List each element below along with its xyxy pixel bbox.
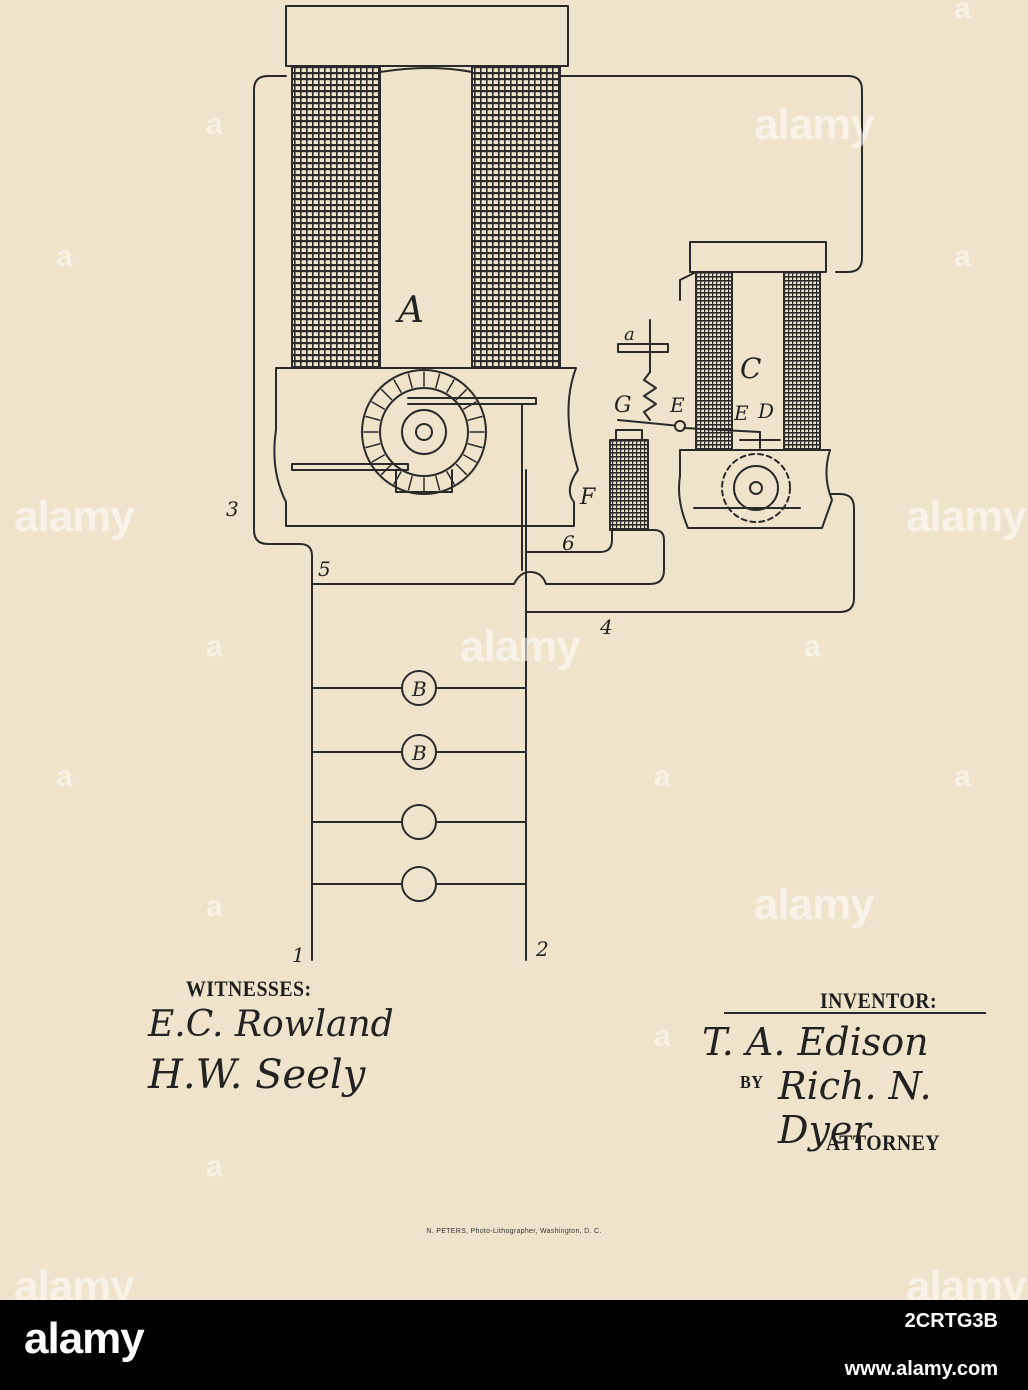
- footer-image-id: 2CRTG3B: [905, 1310, 998, 1333]
- label-c-motor: C: [740, 352, 761, 385]
- motor-c-yoke: [690, 242, 826, 272]
- watermark: alamy: [754, 100, 874, 150]
- spring-g: [644, 372, 656, 420]
- stock-footer: alamy 2CRTG3B www.alamy.com: [0, 1300, 1028, 1390]
- watermark: alamy: [906, 492, 1026, 542]
- watermark: alamy: [14, 492, 134, 542]
- watermark-mark: a: [56, 240, 73, 274]
- watermark-mark: a: [654, 760, 671, 794]
- printer-credit: N. PETERS, Photo-Lithographer, Washingto…: [0, 1228, 1028, 1235]
- label-b-lamp-1: B: [411, 677, 427, 701]
- watermark: alamy: [906, 1262, 1026, 1300]
- label-e-lever-1: E: [669, 393, 685, 417]
- footer-logo: alamy: [24, 1314, 144, 1364]
- witness-signature-2: H.W. Seely: [148, 1052, 365, 1098]
- inventor-signature: T. A. Edison: [702, 1020, 929, 1064]
- watermark-mark: a: [206, 108, 223, 142]
- electromagnet-f: [610, 440, 648, 530]
- watermark-mark: a: [56, 760, 73, 794]
- label-wire-3: 3: [226, 497, 239, 521]
- inventor-rule: [724, 1012, 986, 1014]
- label-d: D: [757, 399, 774, 423]
- witnesses-heading: WITNESSES:: [186, 976, 312, 1002]
- watermark: alamy: [460, 622, 580, 672]
- label-b-lamp-2: B: [411, 741, 427, 765]
- label-g-spring: G: [614, 393, 632, 418]
- dynamo-a-coil-right: [472, 66, 560, 368]
- watermark: alamy: [754, 880, 874, 930]
- patent-sheet: A C G E E D a F B B 1 2 3 4 5 6 alamy al…: [0, 0, 1028, 1300]
- label-e-lever-2: E: [733, 401, 749, 425]
- label-wire-2: 2: [535, 937, 549, 961]
- label-wire-6: 6: [562, 531, 575, 555]
- label-a-dynamo: A: [395, 290, 424, 331]
- label-a-screw: a: [624, 324, 635, 345]
- inventor-heading: INVENTOR:: [820, 988, 937, 1014]
- dynamo-a-coil-left: [292, 66, 380, 368]
- watermark-mark: a: [206, 630, 223, 664]
- lever-e: [618, 420, 680, 426]
- motor-c-coil-left: [696, 272, 732, 450]
- wire-5: [312, 572, 608, 584]
- footer-url: www.alamy.com: [845, 1358, 998, 1381]
- watermark-mark: a: [206, 1150, 223, 1184]
- label-wire-5: 5: [318, 557, 331, 581]
- label-f-magnet: F: [579, 485, 596, 510]
- watermark-mark: a: [206, 890, 223, 924]
- watermark-mark: a: [804, 630, 821, 664]
- motor-c-pole-pieces: [679, 450, 832, 528]
- watermark-mark: a: [954, 760, 971, 794]
- label-wire-1: 1: [292, 943, 305, 967]
- lamp-3: [402, 805, 436, 839]
- watermark-mark: a: [654, 1020, 671, 1054]
- watermark-mark: a: [954, 240, 971, 274]
- lamp-4: [402, 867, 436, 901]
- motor-c-coil-right: [784, 272, 820, 450]
- watermark-mark: a: [954, 0, 971, 26]
- attorney-label: ATTORNEY: [826, 1130, 940, 1156]
- witness-signature-1: E.C. Rowland: [148, 1004, 394, 1045]
- label-wire-4: 4: [599, 615, 613, 639]
- watermark: alamy: [14, 1262, 134, 1300]
- dynamo-a-yoke: [286, 6, 568, 66]
- by-label: BY: [740, 1072, 763, 1093]
